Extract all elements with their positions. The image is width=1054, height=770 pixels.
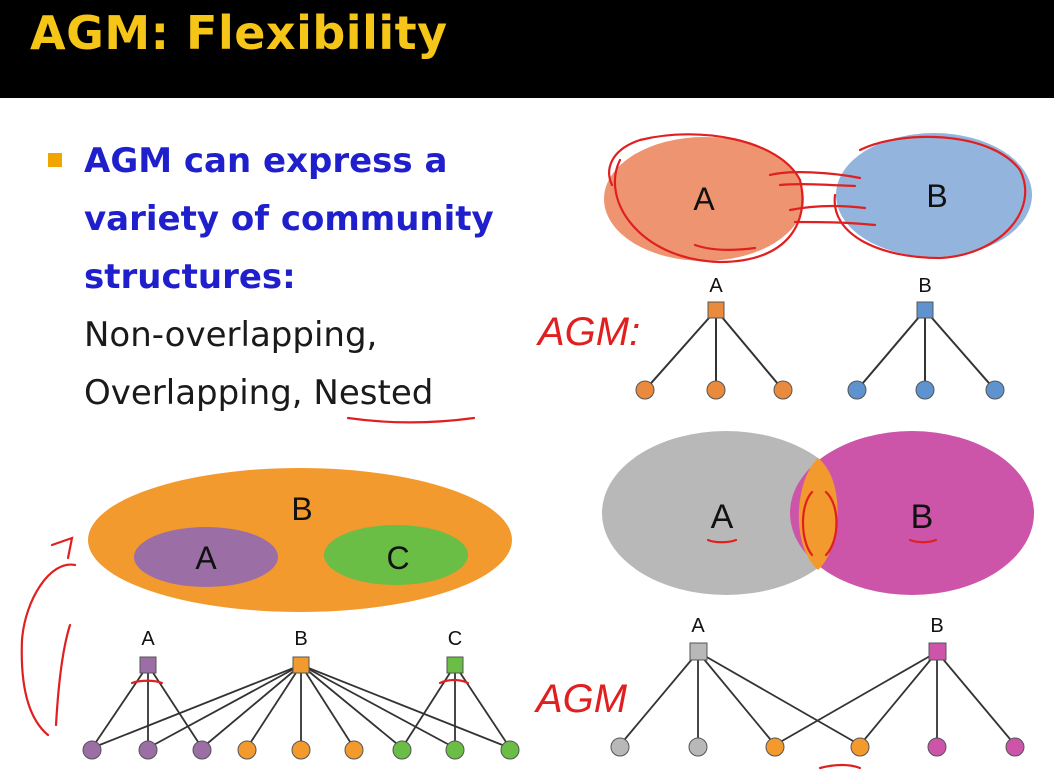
member-node [635, 380, 655, 400]
member-node [291, 740, 311, 760]
community-node-b [928, 642, 947, 661]
bullet-line-1: AGM can express a [84, 141, 448, 181]
member-node [392, 740, 412, 760]
community-node-c [446, 656, 464, 674]
non-overlapping-diagram: A B A B [604, 133, 1032, 400]
bullet-square-icon [48, 153, 62, 167]
member-node [915, 380, 935, 400]
node-b-label: B [930, 615, 943, 637]
edge [619, 651, 699, 746]
community-b-ellipse [790, 431, 1034, 595]
edge [300, 664, 511, 749]
community-a-label: A [711, 498, 734, 536]
member-node [1005, 737, 1025, 757]
edge [91, 664, 302, 749]
member-node [850, 737, 870, 757]
member-node [445, 740, 465, 760]
edge [401, 664, 456, 749]
edge [246, 664, 302, 749]
community-c-label: C [386, 540, 409, 576]
edge [300, 664, 403, 749]
edge [936, 651, 1016, 746]
community-a-ellipse [604, 137, 804, 261]
community-c-ellipse [324, 525, 468, 585]
bullet-line-3: structures: [84, 257, 296, 297]
edge [201, 664, 302, 749]
community-a-ellipse [134, 527, 278, 587]
community-node-a [139, 656, 157, 674]
member-node [688, 737, 708, 757]
handwritten-annotations-left [20, 536, 470, 737]
edge [697, 651, 861, 746]
community-a-label: A [693, 181, 715, 217]
handwritten-annotations-top [608, 133, 1027, 264]
edge [91, 664, 149, 749]
edge [644, 309, 717, 391]
bullet-line-5: Overlapping, Nested [84, 373, 434, 413]
member-node [773, 380, 793, 400]
edge [715, 309, 784, 391]
member-node [500, 740, 520, 760]
node-a-label: A [709, 275, 723, 297]
bullet-line-4: Non-overlapping, [84, 315, 378, 355]
edge [697, 651, 776, 746]
member-node [927, 737, 947, 757]
member-node [344, 740, 364, 760]
node-b-label: B [918, 275, 931, 297]
title-bar: AGM: Flexibility [0, 0, 1054, 98]
community-node-b [292, 656, 310, 674]
member-node [765, 737, 785, 757]
slide-title: AGM: Flexibility [30, 6, 448, 60]
edge [300, 664, 456, 749]
edge [454, 664, 511, 749]
edge [924, 309, 996, 391]
community-a-label: A [195, 540, 217, 576]
member-node [192, 740, 212, 760]
edge [856, 309, 926, 391]
member-node [82, 740, 102, 760]
handwritten-agm-label-1: AGM: [536, 310, 640, 354]
community-node-b [916, 301, 934, 319]
community-b-label: B [291, 491, 312, 527]
member-node [706, 380, 726, 400]
member-node [847, 380, 867, 400]
bullet-line-2: variety of community [84, 199, 494, 239]
handwritten-agm-label-2: AGM [534, 677, 628, 721]
community-b-label: B [926, 178, 947, 214]
bullet-text: AGM can express a variety of community s… [84, 132, 544, 422]
edge [147, 664, 302, 749]
community-node-a [707, 301, 725, 319]
edge [147, 664, 203, 749]
member-node [985, 380, 1005, 400]
edge [300, 664, 355, 749]
node-c-label: C [448, 628, 462, 650]
member-node [138, 740, 158, 760]
member-node [610, 737, 630, 757]
nested-diagram: B A C A B C [82, 468, 520, 760]
overlapping-diagram: A B A B [602, 431, 1034, 757]
community-a-ellipse [602, 431, 850, 595]
edge [774, 651, 938, 746]
node-a-label: A [691, 615, 705, 637]
overlap-region [798, 458, 838, 570]
community-b-label: B [911, 498, 934, 536]
community-node-a [689, 642, 708, 661]
node-b-label: B [294, 628, 307, 650]
handwritten-annotations-right [346, 416, 938, 770]
edge [859, 651, 938, 746]
community-b-ellipse [836, 133, 1032, 257]
member-node [237, 740, 257, 760]
node-a-label: A [141, 628, 155, 650]
